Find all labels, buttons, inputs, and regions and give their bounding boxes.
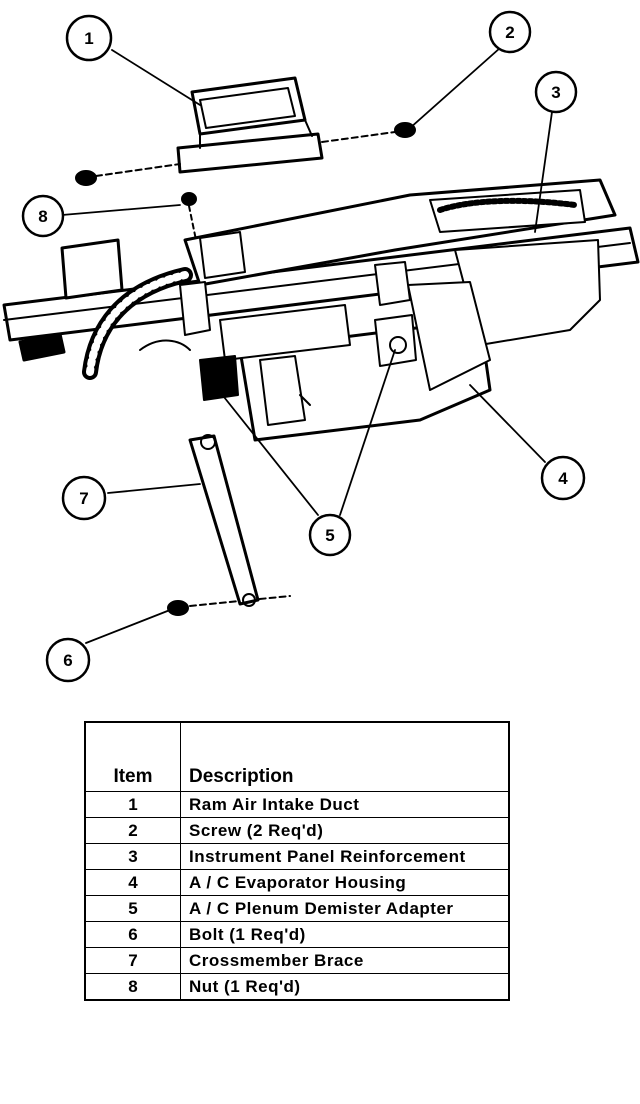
item-number: 1 [84,791,181,818]
exploded-view-diagram: 1 2 3 4 5 6 7 8 [2,10,640,683]
item-description: A / C Plenum Demister Adapter [180,895,510,922]
svg-text:5: 5 [325,526,334,545]
item-number: 3 [84,843,181,870]
item-number: 7 [84,947,181,974]
callout-5: 5 [308,513,352,557]
item-number: 4 [84,869,181,896]
screw-right [321,122,416,143]
wiring-harness [18,238,193,380]
svg-text:3: 3 [551,83,560,102]
nut [181,192,197,241]
item-description: Crossmember Brace [180,947,510,974]
svg-text:8: 8 [38,207,47,226]
item-description: Ram Air Intake Duct [180,791,510,818]
callout-3: 3 [534,70,578,114]
svg-text:2: 2 [505,23,514,42]
table-row: 8 Nut (1 Req'd) [84,973,510,1001]
table-row: 5 A / C Plenum Demister Adapter [84,895,510,922]
item-description: Screw (2 Req'd) [180,817,510,844]
callout-2: 2 [488,10,532,54]
item-description: Nut (1 Req'd) [180,973,510,1001]
callout-8: 8 [21,194,65,238]
item-number: 8 [84,973,181,1001]
table-row: 7 Crossmember Brace [84,947,510,974]
callout-7: 7 [61,475,107,521]
svg-text:6: 6 [63,651,72,670]
ram-air-intake-duct [176,76,324,174]
table-row: 4 A / C Evaporator Housing [84,869,510,896]
svg-text:4: 4 [558,469,568,488]
table-row: 3 Instrument Panel Reinforcement [84,843,510,870]
ac-plenum-demister-adapter [199,314,417,401]
crossmember-brace [188,434,260,607]
parts-legend-table: Item Description 1 Ram Air Intake Duct 2… [84,721,510,1001]
callout-4: 4 [540,455,586,501]
item-description: Bolt (1 Req'd) [180,921,510,948]
callout-6: 6 [45,637,91,683]
callout-1: 1 [65,14,113,62]
bolt [167,595,291,616]
table-row: 1 Ram Air Intake Duct [84,791,510,818]
header-description: Description [180,721,510,792]
ac-plenum-assembly [139,178,617,361]
item-description: Instrument Panel Reinforcement [180,843,510,870]
svg-text:1: 1 [84,29,93,48]
item-description: A / C Evaporator Housing [180,869,510,896]
svg-text:7: 7 [79,489,88,508]
item-number: 6 [84,921,181,948]
table-header-row: Item Description [84,721,510,792]
screw-left [75,163,181,186]
header-item: Item [84,721,181,792]
table-row: 2 Screw (2 Req'd) [84,817,510,844]
item-number: 2 [84,817,181,844]
table-row: 6 Bolt (1 Req'd) [84,921,510,948]
item-number: 5 [84,895,181,922]
leader-lines [61,47,553,644]
